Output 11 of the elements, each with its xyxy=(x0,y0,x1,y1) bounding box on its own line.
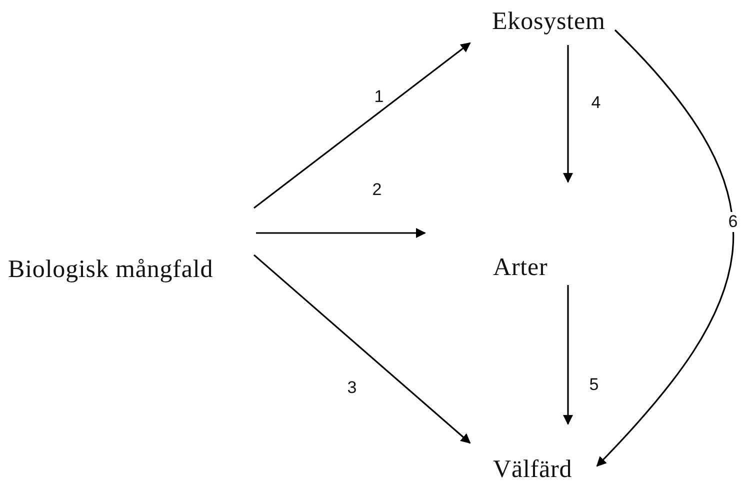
arrow xyxy=(256,228,426,238)
arrow xyxy=(254,42,471,209)
edge-label: 6 xyxy=(726,212,740,232)
arrow xyxy=(596,29,734,467)
arrow xyxy=(563,285,573,425)
node-label: Biologisk mångfald xyxy=(8,208,254,302)
node-label: Välfärd xyxy=(469,422,598,488)
arrow xyxy=(253,254,471,444)
node-label: Ekosystem xyxy=(470,8,615,45)
node-label: Arter xyxy=(425,182,570,285)
arrow xyxy=(563,45,573,183)
